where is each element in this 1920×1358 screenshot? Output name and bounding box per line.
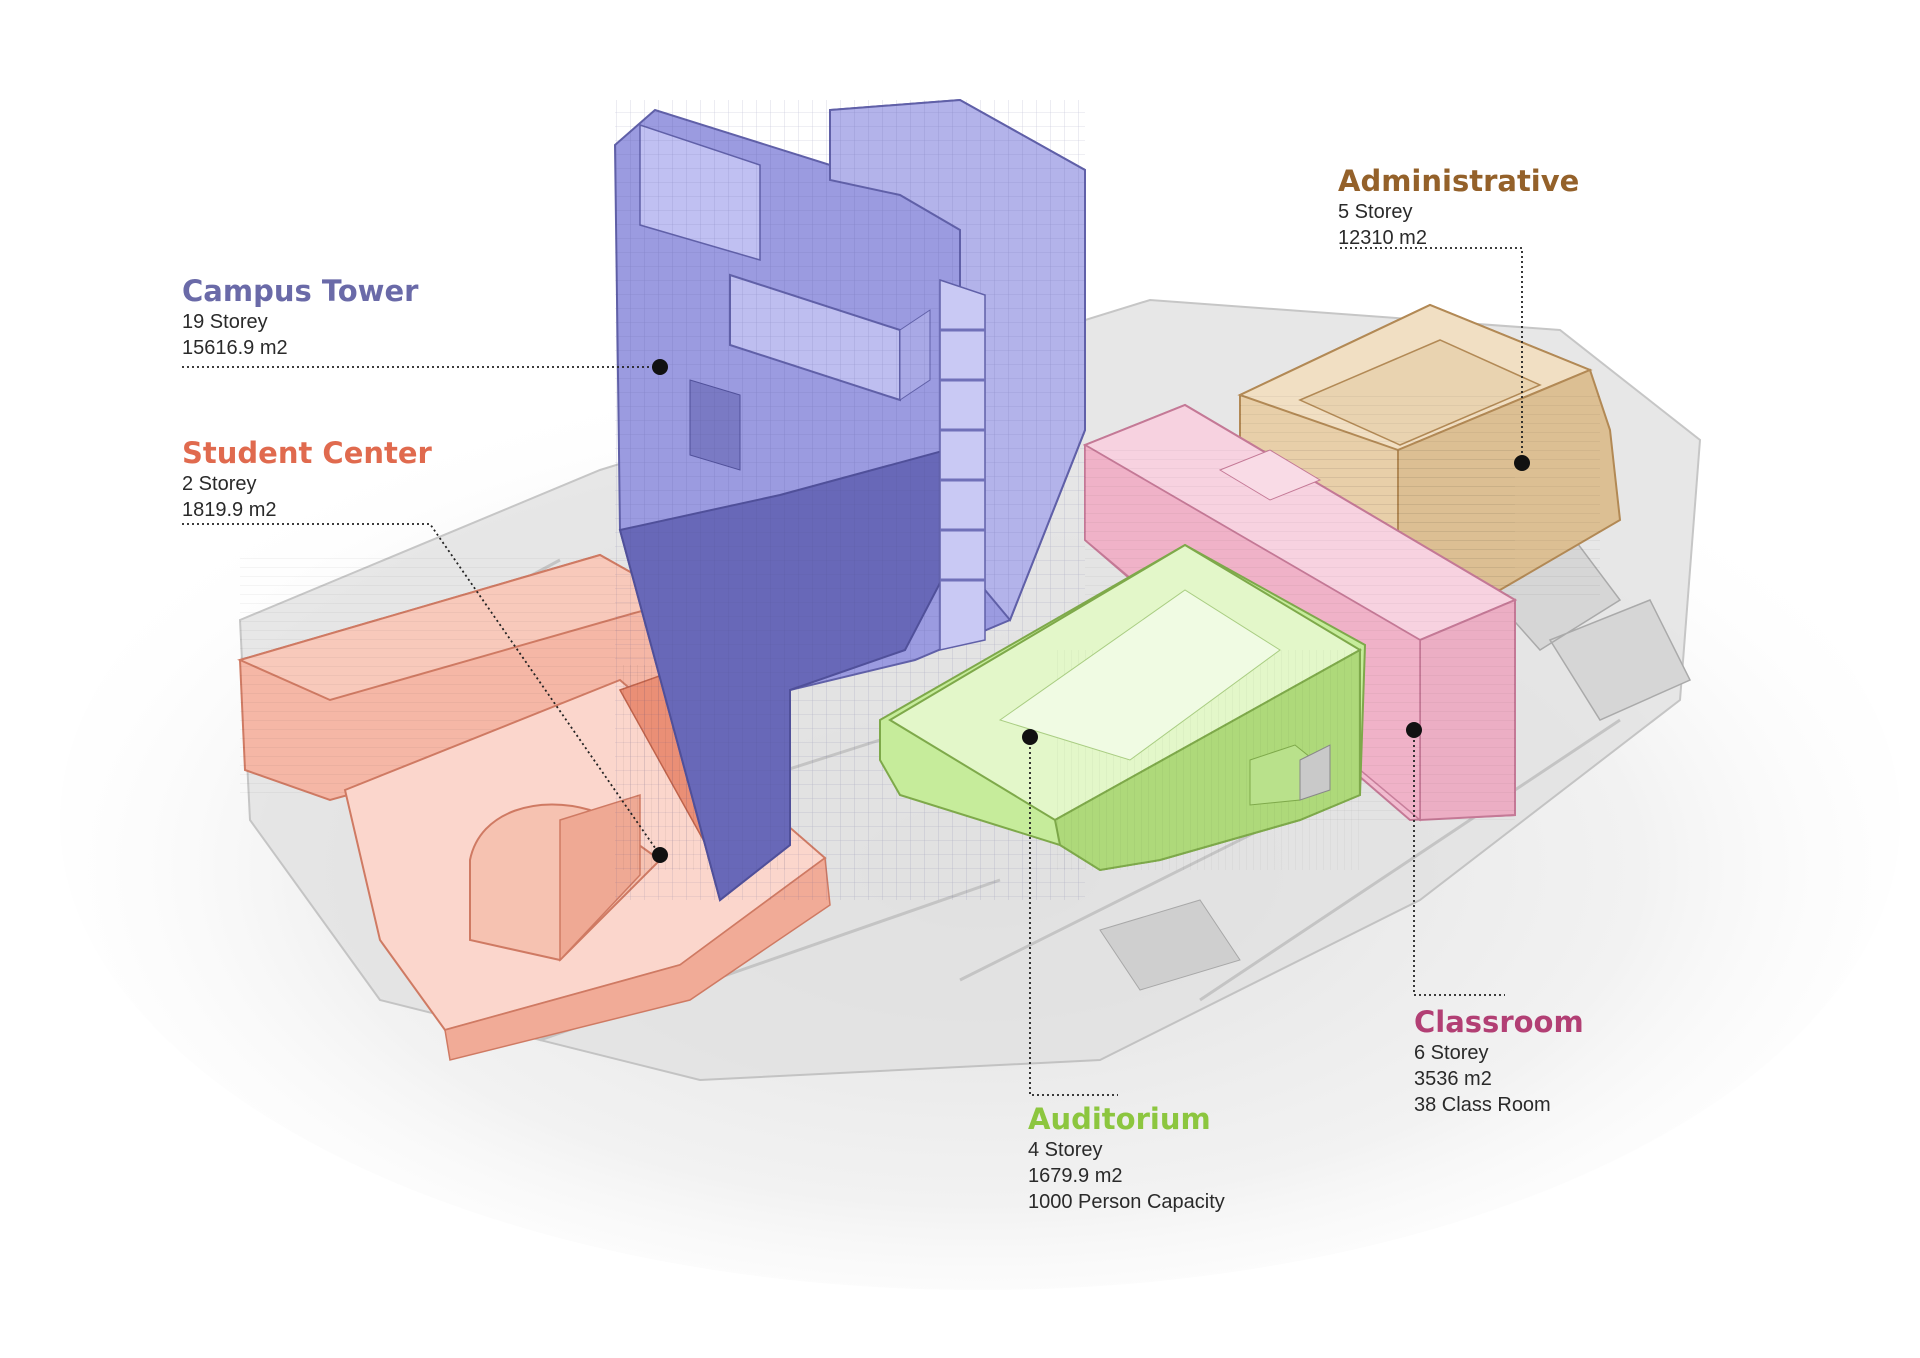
campus-tower-label: Campus Tower 19 Storey 15616.9 m2: [182, 273, 418, 361]
campus-tower-name: Campus Tower: [182, 274, 419, 308]
admin-marker-dot: [1514, 455, 1530, 471]
classroom-area: 3536 m2: [1414, 1068, 1492, 1090]
administrative-storey: 5 Storey: [1338, 201, 1413, 223]
administrative-area: 12310 m2: [1338, 227, 1427, 249]
marker-dots: [652, 359, 1530, 863]
student-center-storey: 2 Storey: [182, 473, 257, 495]
classroom-label: Classroom 6 Storey 3536 m2 38 Class Room: [1414, 1004, 1584, 1118]
campus-tower-storey: 19 Storey: [182, 311, 268, 333]
auditorium-marker-dot: [1022, 729, 1038, 745]
student-center-label: Student Center 2 Storey 1819.9 m2: [182, 435, 432, 523]
student-leader: [182, 523, 661, 856]
leader-lines: [182, 247, 1523, 1096]
auditorium-label: Auditorium 4 Storey 1679.9 m2 1000 Perso…: [1028, 1101, 1225, 1215]
auditorium-building: [879, 543, 1367, 872]
administrative-label: Administrative 5 Storey 12310 m2: [1338, 163, 1579, 251]
classroom-count: 38 Class Room: [1414, 1094, 1551, 1116]
classroom-leader: [1413, 730, 1505, 996]
auditorium-leader: [1029, 737, 1118, 1096]
classroom-name: Classroom: [1414, 1005, 1584, 1039]
classroom-marker-dot: [1406, 722, 1422, 738]
auditorium-storey: 4 Storey: [1028, 1139, 1103, 1161]
administrative-name: Administrative: [1338, 164, 1580, 198]
auditorium-capacity: 1000 Person Capacity: [1028, 1191, 1225, 1213]
student-center-area: 1819.9 m2: [182, 499, 277, 521]
student-marker-dot: [652, 847, 668, 863]
classroom-storey: 6 Storey: [1414, 1042, 1489, 1064]
admin-leader: [1340, 247, 1523, 463]
auditorium-area: 1679.9 m2: [1028, 1165, 1123, 1187]
student-center-name: Student Center: [182, 436, 432, 470]
campus-tower-area: 15616.9 m2: [182, 337, 288, 359]
tower-marker-dot: [652, 359, 668, 375]
auditorium-name: Auditorium: [1028, 1102, 1211, 1136]
